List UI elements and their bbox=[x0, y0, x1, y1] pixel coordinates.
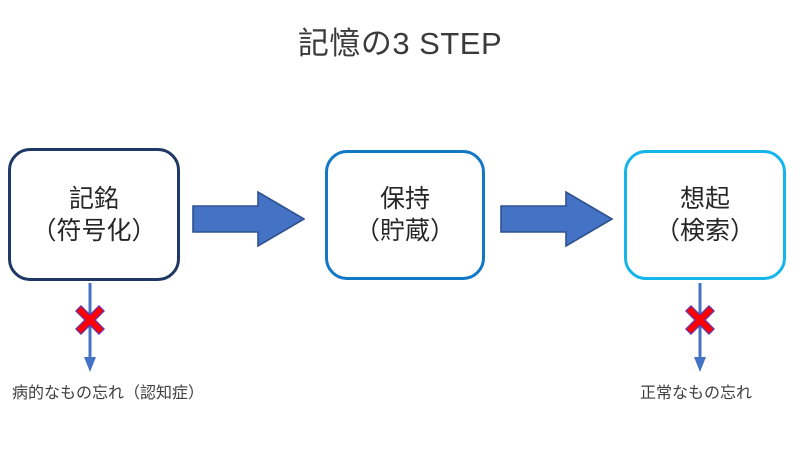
stage-box-storage: 保持 （貯蔵） bbox=[325, 150, 485, 280]
red-x-icon bbox=[681, 301, 719, 339]
stage-label-secondary: （貯蔵） bbox=[354, 217, 455, 245]
outcome-label-normal: 正常なもの忘れ bbox=[640, 385, 753, 402]
page-title: 記憶の3 STEP bbox=[297, 26, 503, 61]
red-x-icon bbox=[71, 301, 109, 339]
outcome-label-pathological: 病的なもの忘れ（認知症） bbox=[12, 385, 205, 402]
right-block-arrow-icon bbox=[500, 190, 614, 248]
stage-label-primary: 保持 bbox=[379, 185, 430, 213]
stage-box-encoding: 記銘 （符号化） bbox=[8, 148, 180, 281]
stage-label-primary: 想起 bbox=[679, 185, 730, 213]
stage-label-primary: 記銘 bbox=[68, 184, 119, 213]
stage-label-secondary: （検索） bbox=[654, 217, 755, 245]
stage-label-secondary: （符号化） bbox=[31, 216, 157, 245]
right-block-arrow-icon bbox=[192, 190, 306, 248]
stage-box-retrieval: 想起 （検索） bbox=[624, 150, 786, 280]
